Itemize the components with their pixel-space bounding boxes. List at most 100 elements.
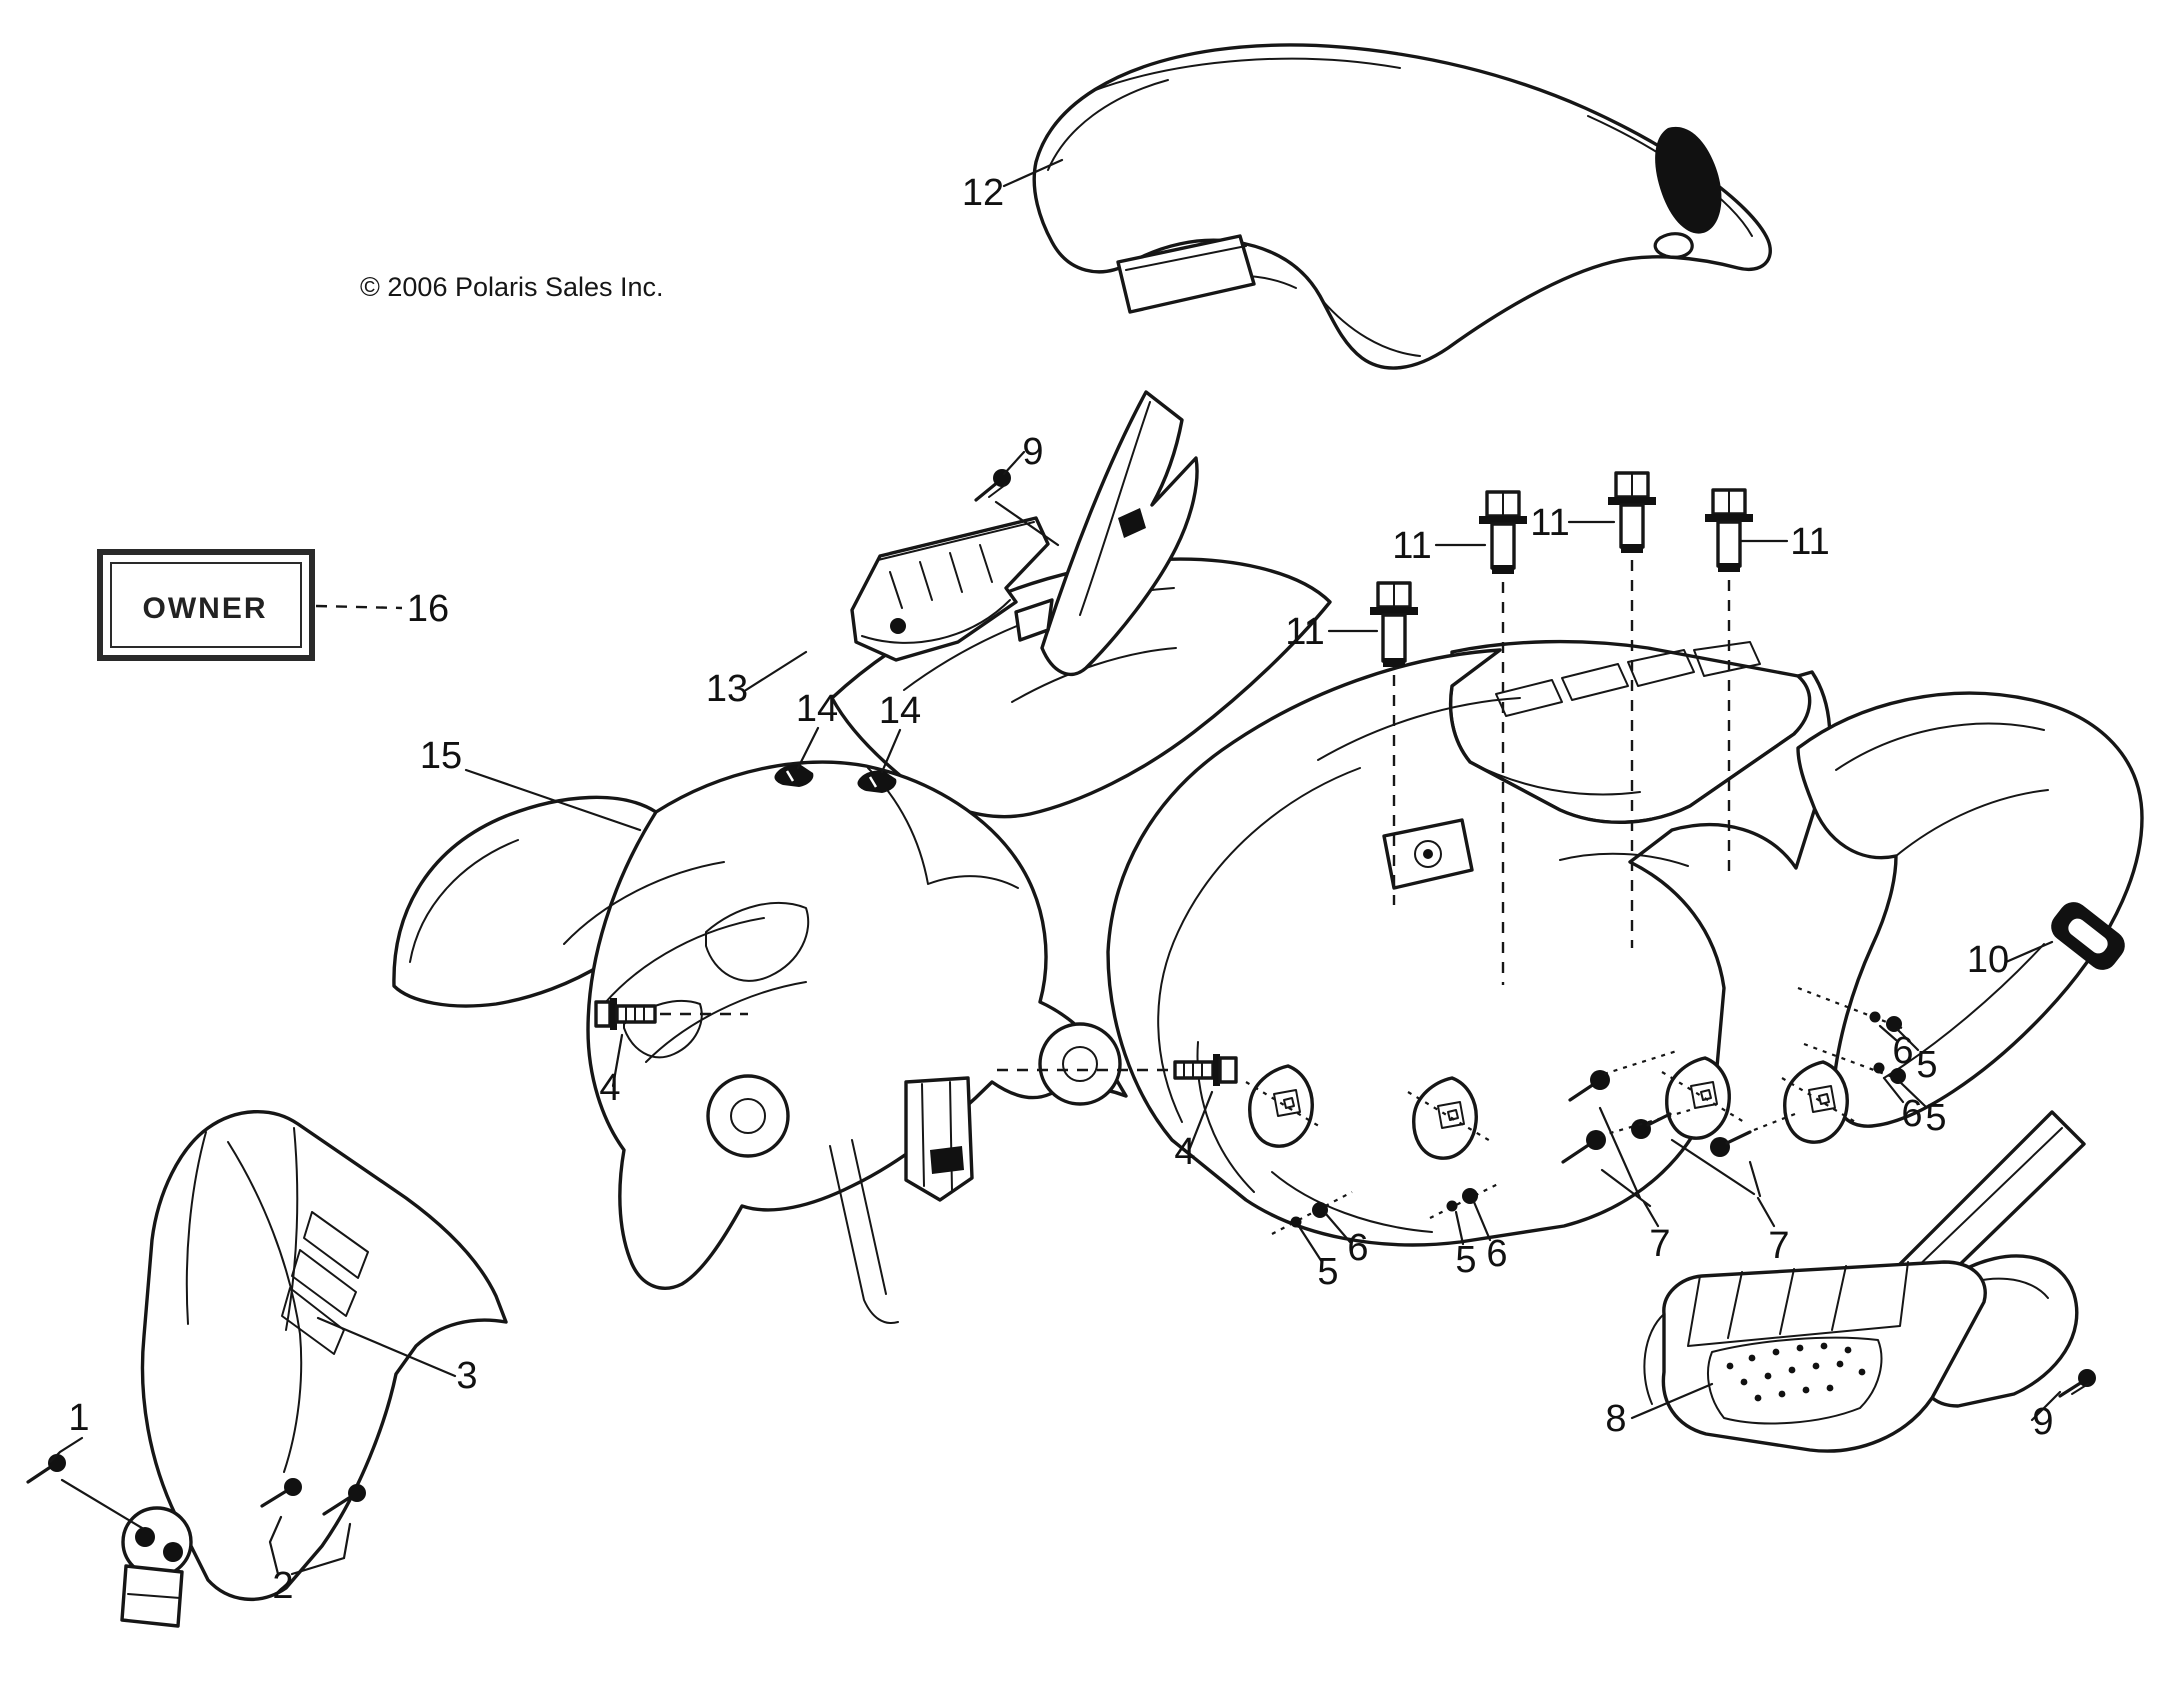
cap-screw-icon [1561, 1048, 1801, 1164]
pod-ribs [861, 521, 1035, 644]
fascia-vents [281, 1211, 369, 1355]
grommet-icon [2051, 902, 2125, 970]
pad-dot [1802, 1386, 1810, 1394]
leader-4-right [1188, 1090, 1214, 1150]
mount-foot [1665, 1056, 1731, 1140]
rear-fender-detail-lines [1157, 697, 1689, 1233]
rivet-l1-dot [1312, 1202, 1328, 1218]
screw-icon [974, 469, 1011, 502]
foot-hole [1437, 1101, 1465, 1129]
fascia-outline [140, 1109, 508, 1601]
bolt4-tip [1718, 563, 1740, 572]
pad-dot [1796, 1344, 1804, 1352]
rivet-r1-washer-dot [1886, 1016, 1902, 1032]
fender-bracket-slot [930, 1146, 964, 1174]
front-fender-part [392, 760, 1128, 1324]
bolt1-shaft [1381, 613, 1407, 663]
washer-l1-dot [1290, 1216, 1302, 1228]
screw7b1-head [1631, 1119, 1651, 1139]
footwell-pad-outline [1707, 1336, 1883, 1425]
pad-dot [1772, 1348, 1780, 1356]
rivet-r2-axis [1803, 1042, 1907, 1084]
screw1-shaft [26, 1464, 54, 1484]
pad-dot [1754, 1394, 1762, 1402]
callout-14a: 14 [796, 688, 838, 730]
bolt2-shaft [1490, 522, 1516, 570]
bolt3-tip [1621, 544, 1643, 553]
screw1-guide-line [60, 1478, 144, 1530]
pad-dot [1740, 1378, 1748, 1386]
screw-icon [26, 1454, 144, 1530]
screw-bottom-flange [2071, 1383, 2089, 1395]
screw2a-shaft [260, 1488, 290, 1508]
callout-6-l1: 6 [1347, 1227, 1368, 1269]
callout-4-left: 4 [599, 1067, 620, 1109]
callout-12: 12 [962, 172, 1004, 214]
callout-6-l2: 6 [1486, 1233, 1507, 1275]
hex-bolt-icon [988, 1054, 1238, 1086]
callout-15: 15 [420, 735, 462, 777]
callout-5-r1: 5 [1916, 1044, 1937, 1086]
clip-notch [868, 776, 878, 788]
callout-3: 3 [456, 1355, 477, 1397]
seat-part [1032, 43, 1772, 370]
pad-dot [1726, 1362, 1734, 1370]
fender-foot-left-hole [730, 1098, 766, 1134]
bolt2-tip [1492, 565, 1514, 574]
leader-14a [796, 726, 820, 770]
leader-3 [316, 1316, 457, 1378]
fender-foot-left [706, 1074, 790, 1158]
bolt1-tip [1383, 658, 1405, 667]
pad-dot [1844, 1346, 1852, 1354]
pad-dot [1826, 1384, 1834, 1392]
callout-4-right: 4 [1174, 1131, 1195, 1173]
clip-body [857, 770, 897, 793]
screw7a2-shaft [1561, 1142, 1592, 1164]
owner-decal-text: OWNER [143, 592, 268, 625]
screw7-axes [1599, 1048, 1801, 1138]
front-fender-body [586, 760, 1128, 1290]
headlight-recess [623, 901, 810, 1059]
pad-dot [1764, 1372, 1772, 1380]
copyright-text: © 2006 Polaris Sales Inc. [360, 272, 664, 302]
callout-5-l2: 5 [1455, 1239, 1476, 1281]
callout-11d: 11 [1790, 521, 1829, 563]
leader-13 [744, 650, 808, 692]
callout-7b: 7 [1768, 1225, 1789, 1267]
rivet-r2-pin-dot [1873, 1062, 1885, 1074]
leader-6-5-right2 [1882, 1076, 1927, 1108]
callout-11c: 11 [1530, 502, 1569, 544]
flange-bolt-icon [1705, 488, 1753, 880]
callout-9-bottom: 9 [2032, 1401, 2053, 1443]
inner-fin-outline [1040, 390, 1199, 677]
pod-fastener-dot [890, 618, 906, 634]
leader-8 [1630, 1382, 1714, 1420]
screw-icon [2058, 1369, 2096, 1398]
grommet-slot [2068, 918, 2108, 954]
rear-rack-slots [1495, 641, 1761, 717]
foot-outline [1412, 1076, 1478, 1160]
screw2b-head [348, 1484, 366, 1502]
clip-icon [857, 770, 897, 793]
leader-16-dashed [315, 604, 403, 610]
callout-7a: 7 [1649, 1223, 1670, 1265]
fender-foot-right [1038, 1022, 1122, 1106]
mount-foot [1783, 1060, 1849, 1144]
bolt1-flange [1370, 607, 1418, 615]
mounting-feet [1245, 1056, 1863, 1160]
owner-decal-inner-border [110, 562, 302, 648]
screw7a1-shaft [1568, 1082, 1596, 1102]
leader-7a-bracket [1598, 1106, 1660, 1228]
rivet-l2-dot [1462, 1188, 1478, 1204]
seat-strap-line [1125, 245, 1247, 271]
screw-top-shaft [974, 480, 1000, 502]
inner-fin-clip [1118, 508, 1146, 538]
clip-icon [774, 764, 814, 787]
bolt4-shaft [1716, 520, 1742, 568]
foot-outline [1783, 1060, 1849, 1144]
pad-dot [1858, 1368, 1866, 1376]
leader-2-bracket [268, 1515, 352, 1576]
footwell-ribs [1643, 1261, 1909, 1405]
footwell-grip-dots [1726, 1342, 1866, 1402]
